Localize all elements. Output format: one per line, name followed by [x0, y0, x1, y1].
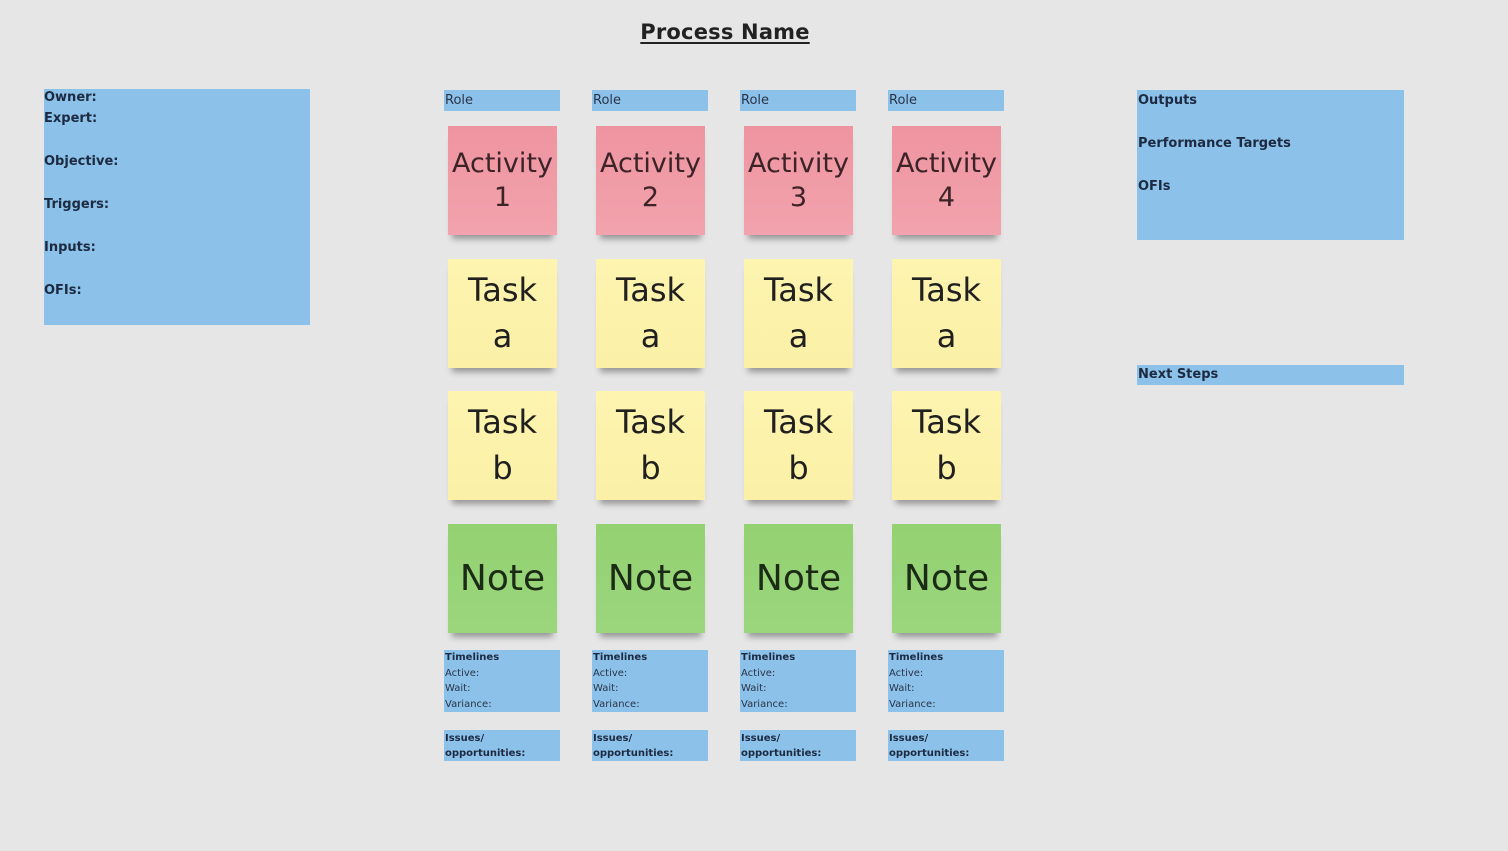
wait-label: Wait: — [445, 683, 471, 694]
issues-label: Issues/ — [445, 733, 485, 744]
timelines-heading: Timelines — [445, 652, 500, 663]
task-letter: b — [788, 448, 809, 487]
active-label: Active: — [445, 667, 480, 679]
timelines-heading: Timelines — [741, 652, 796, 663]
activity-number: 3 — [789, 181, 808, 213]
task-text: Task — [911, 403, 982, 442]
objective-label: Objective: — [44, 154, 119, 169]
task-b-sticky-note[interactable]: Task b — [448, 391, 557, 500]
opportunities-label: opportunities: — [445, 748, 526, 759]
task-letter: b — [492, 448, 513, 487]
note-sticky-note[interactable]: Note — [892, 524, 1001, 633]
issues-box[interactable]: Issues/ opportunities: — [592, 730, 708, 761]
issues-box[interactable]: Issues/ opportunities: — [888, 730, 1004, 761]
activity-number: 2 — [641, 181, 660, 213]
note-text: Note — [459, 558, 546, 599]
variance-label: Variance: — [593, 698, 640, 710]
variance-label: Variance: — [445, 698, 492, 710]
wait-label: Wait: — [741, 683, 767, 694]
process-info-panel[interactable]: Owner: Expert: Objective: Triggers: Inpu… — [44, 89, 310, 325]
active-label: Active: — [741, 667, 776, 679]
role-label[interactable]: Role — [740, 90, 856, 111]
task-b-sticky-note[interactable]: Task b — [596, 391, 705, 500]
right-ofis-label: OFIs — [1138, 179, 1171, 194]
note-sticky-note[interactable]: Note — [448, 524, 557, 633]
outputs-label: Outputs — [1138, 93, 1198, 108]
role-label[interactable]: Role — [444, 90, 560, 111]
timelines-box[interactable]: Timelines Active: Wait: Variance: — [888, 650, 1004, 712]
activity-text: Activity — [600, 147, 701, 179]
timelines-heading: Timelines — [593, 652, 648, 663]
role-label[interactable]: Role — [888, 90, 1004, 111]
issues-label: Issues/ — [741, 733, 781, 744]
note-sticky-note[interactable]: Note — [744, 524, 853, 633]
task-b-sticky-note[interactable]: Task b — [892, 391, 1001, 500]
opportunities-label: opportunities: — [593, 748, 674, 759]
active-label: Active: — [593, 667, 628, 679]
wait-label: Wait: — [593, 683, 619, 694]
owner-label: Owner: — [44, 90, 97, 105]
inputs-label: Inputs: — [44, 240, 96, 255]
issues-label: Issues/ — [593, 733, 633, 744]
activity-text: Activity — [748, 147, 849, 179]
task-text: Task — [911, 271, 982, 310]
task-text: Task — [615, 403, 686, 442]
page-title: Process Name — [640, 20, 810, 44]
task-letter: b — [640, 448, 661, 487]
task-letter: a — [640, 316, 661, 355]
timelines-box[interactable]: Timelines Active: Wait: Variance: — [740, 650, 856, 712]
activity-sticky-note[interactable]: Activity 4 — [892, 126, 1001, 235]
task-a-sticky-note[interactable]: Task a — [744, 259, 853, 368]
task-letter: a — [492, 316, 513, 355]
task-a-sticky-note[interactable]: Task a — [596, 259, 705, 368]
note-sticky-note[interactable]: Note — [596, 524, 705, 633]
note-text: Note — [607, 558, 694, 599]
task-letter: a — [936, 316, 957, 355]
task-text: Task — [467, 403, 538, 442]
ofis-label: OFIs: — [44, 283, 82, 298]
issues-box[interactable]: Issues/ opportunities: — [444, 730, 560, 761]
expert-label: Expert: — [44, 111, 98, 126]
activity-text: Activity — [896, 147, 997, 179]
task-a-sticky-note[interactable]: Task a — [892, 259, 1001, 368]
wait-label: Wait: — [889, 683, 915, 694]
active-label: Active: — [889, 667, 924, 679]
next-steps-box[interactable]: Next Steps — [1137, 365, 1404, 385]
task-text: Task — [467, 271, 538, 310]
task-letter: a — [788, 316, 809, 355]
activity-sticky-note[interactable]: Activity 1 — [448, 126, 557, 235]
activity-text: Activity — [452, 147, 553, 179]
timelines-box[interactable]: Timelines Active: Wait: Variance: — [444, 650, 560, 712]
task-text: Task — [763, 271, 834, 310]
activity-sticky-note[interactable]: Activity 3 — [744, 126, 853, 235]
note-text: Note — [903, 558, 990, 599]
activity-number: 4 — [937, 181, 956, 213]
timelines-box[interactable]: Timelines Active: Wait: Variance: — [592, 650, 708, 712]
outputs-panel[interactable]: Outputs Performance Targets OFIs — [1137, 90, 1404, 240]
variance-label: Variance: — [889, 698, 936, 710]
activity-sticky-note[interactable]: Activity 2 — [596, 126, 705, 235]
activity-number: 1 — [493, 181, 512, 213]
task-b-sticky-note[interactable]: Task b — [744, 391, 853, 500]
role-label[interactable]: Role — [592, 90, 708, 111]
task-a-sticky-note[interactable]: Task a — [448, 259, 557, 368]
note-text: Note — [755, 558, 842, 599]
opportunities-label: opportunities: — [889, 748, 970, 759]
triggers-label: Triggers: — [44, 197, 110, 212]
variance-label: Variance: — [741, 698, 788, 710]
performance-targets-label: Performance Targets — [1138, 136, 1291, 151]
timelines-heading: Timelines — [889, 652, 944, 663]
issues-label: Issues/ — [889, 733, 929, 744]
opportunities-label: opportunities: — [741, 748, 822, 759]
task-text: Task — [763, 403, 834, 442]
task-text: Task — [615, 271, 686, 310]
task-letter: b — [936, 448, 957, 487]
issues-box[interactable]: Issues/ opportunities: — [740, 730, 856, 761]
